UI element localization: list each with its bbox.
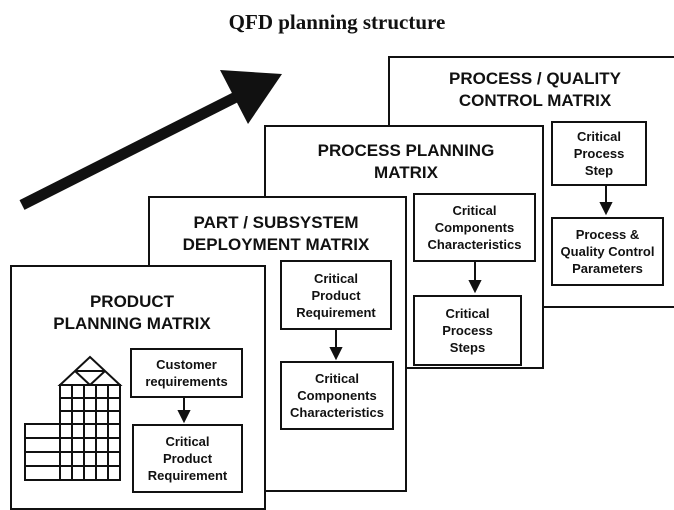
critical-components-characteristics-box: Critical Components Characteristics [413, 193, 536, 262]
critical-process-steps-box: Critical Process Steps [413, 295, 522, 366]
process-quality-control-matrix-title: PROCESS / QUALITY CONTROL MATRIX [449, 69, 621, 110]
process-quality-control-parameters-box: Process & Quality Control Parameters [551, 217, 664, 286]
customer-requirements-box: Customer requirements [130, 348, 243, 398]
diagram-title: QFD planning structure [228, 10, 446, 34]
process-planning-matrix-title: PROCESS PLANNING MATRIX [317, 141, 495, 182]
critical-components-characteristics-box-mid: Critical Components Characteristics [280, 361, 394, 430]
critical-process-step-box: Critical Process Step [551, 121, 647, 186]
product-planning-matrix-title: PRODUCT PLANNING MATRIX [53, 292, 211, 333]
critical-product-requirement-box: Critical Product Requirement [132, 424, 243, 493]
part-subsystem-deployment-matrix-title: PART / SUBSYSTEM DEPLOYMENT MATRIX [182, 213, 370, 254]
critical-product-requirement-box-mid: Critical Product Requirement [280, 260, 392, 330]
